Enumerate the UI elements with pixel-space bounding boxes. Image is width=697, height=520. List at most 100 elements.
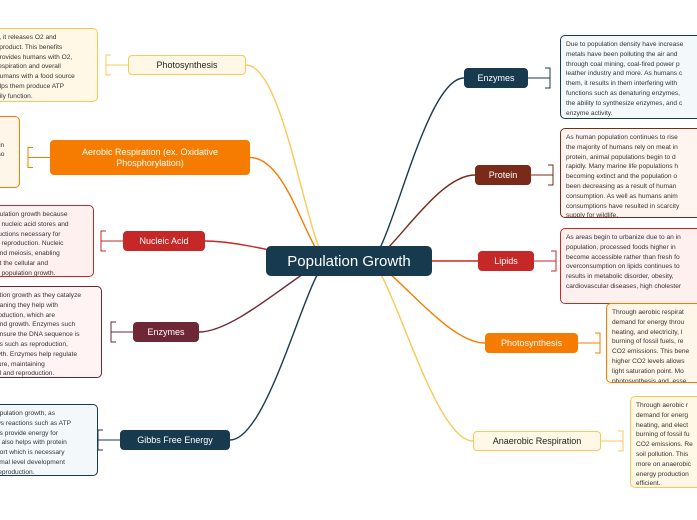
note-line: roduction, which are (0, 311, 56, 319)
note-line: ' in (0, 141, 5, 149)
topic-left-nucleic-acid[interactable]: Nucleic Acid (123, 231, 205, 251)
note-line: Through aerobic respirat (612, 309, 684, 316)
topic-right-enzymes[interactable]: Enzymes (464, 68, 528, 88)
note-line: CO2 emissions. This bene (612, 348, 690, 356)
topic-left-aerobic-respiration-ex-oxidative-phosphorylation[interactable]: Aerobic Respiration (ex. Oxidative Phosp… (50, 140, 250, 175)
note-line: cardiovascular diseases, high cholester (566, 282, 682, 290)
right-bracket-enzymes (545, 67, 551, 89)
topic-right-anaerobic-respiration[interactable]: Anaerobic Respiration (473, 431, 601, 451)
note-line: been decreasing as a result of human (566, 182, 677, 190)
note-line: ture, maintaining (0, 360, 45, 368)
note-line: As areas begin to urbanize due to an in (566, 234, 681, 241)
note-line: ructions necessary for (0, 230, 61, 238)
topic-left-enzymes[interactable]: Enzymes (133, 322, 199, 342)
right-bracket-protein (548, 164, 554, 186)
note-line: higher CO2 levels allows (612, 357, 685, 365)
right-connector-anaerobic-respiration (368, 260, 474, 442)
note-line: the majority of humans rely on meat in (566, 143, 678, 151)
left-bracket-photosynthesis (105, 54, 111, 76)
note-line: energy production (636, 470, 689, 478)
note-line: protein, animal populations begin to d (566, 153, 676, 161)
note-right-lipids: As areas begin to urbanize due to an in p… (560, 228, 697, 304)
right-bracket-anaerobic-respiration (618, 430, 624, 452)
left-connector-gibbs-free-energy (229, 260, 330, 441)
note-line: ensure the DNA sequence is (0, 331, 80, 339)
topic-right-lipids[interactable]: Lipids (478, 251, 534, 271)
note-line: d reproduction. Nucleic (0, 240, 64, 248)
note-line: population, processed foods higher in (566, 243, 676, 251)
note-line: soil pollution. This (636, 450, 689, 458)
note-line: the ability to synthesize enzymes, and c (566, 99, 683, 107)
note-line: efficient. (636, 480, 661, 488)
note-right-protein: As human population continues to rise the… (560, 128, 697, 218)
note-line: results in metabolic disorder, obesity, (566, 273, 674, 281)
note-line: demand for energ (636, 411, 689, 419)
note-line: wth. Enzymes help regulate (0, 350, 77, 358)
note-line: humans with a food source (0, 73, 75, 81)
note-line: metals have been polluting the air and (566, 50, 678, 58)
topic-right-photosynthesis[interactable]: Photosynthesis (485, 333, 578, 353)
note-line: ation growth as they catalyze (0, 292, 82, 299)
note-line: heating, and electricity, l (612, 328, 683, 336)
right-connector-enzymes (368, 77, 465, 262)
left-bracket-nucleic-acid (100, 230, 106, 252)
note-line: supply for wildlife. (566, 212, 619, 218)
left-connector-photosynthesis (245, 64, 330, 262)
note-line: heating, and elect (636, 421, 689, 429)
note-line: s, it releases O2 and (0, 34, 57, 41)
note-line: lso (0, 151, 5, 159)
note-line: h (0, 121, 14, 131)
note-left-nucleic-acid: pulation growth because n nucleic acid st… (0, 205, 94, 277)
right-bracket-photosynthesis (595, 332, 601, 354)
note-line: dily function. (0, 92, 33, 100)
note-line: It also helps with protein (0, 439, 67, 447)
note-right-photosynthesis: Through aerobic respirat demand for energ… (606, 303, 697, 383)
note-line: n nucleic acid stores and (0, 220, 69, 228)
note-line: eaning they help with (0, 301, 58, 309)
note-line: smal level development (0, 458, 65, 466)
note-line: consumptions have resulted in scarcity (566, 202, 680, 210)
left-bracket-aerobic-respiration-ex-oxidative-phosphorylation (27, 147, 33, 168)
note-line: al and reproduction. (0, 370, 55, 378)
note-line: photosynthesis and, esse (612, 377, 687, 383)
note-line: burning of fossil fuels, re (612, 338, 684, 346)
note-line: functions such as denaturing enzymes, (566, 89, 680, 97)
note-line: at the cellular and (0, 259, 49, 267)
note-line: as provide energy for (0, 429, 58, 437)
note-line: consumption. As well as humans anim (566, 192, 678, 200)
right-bracket-lipids (551, 250, 557, 272)
note-line: pulation growth because (0, 211, 68, 218)
note-line: becoming extinct and the population o (566, 173, 678, 181)
note-line: enzyme activity. (566, 109, 613, 117)
note-line: leather industry and more. As humans c (566, 70, 683, 78)
note-line: respiration and overall (0, 63, 61, 71)
note-line: them, it results in them interfering wit… (566, 80, 678, 88)
topic-right-protein[interactable]: Protein (475, 165, 531, 185)
note-left-enzymes: ation growth as they catalyze eaning they… (0, 286, 102, 378)
note-line: through coal mining, coal-fired power p (566, 60, 680, 68)
note-line: burning of fossil fu (636, 431, 690, 439)
note-line: opulation growth, as (0, 410, 56, 417)
topic-left-gibbs-free-energy[interactable]: Gibbs Free Energy (120, 430, 230, 450)
note-line (0, 131, 14, 141)
note-line: elps them produce ATP (0, 82, 65, 90)
note-line: demand for energy throu (612, 318, 685, 326)
note-line: overconsumption on lipids continues to (566, 263, 680, 271)
note-line: light saturation point. Mo (612, 367, 684, 375)
topic-left-photosynthesis[interactable]: Photosynthesis (128, 55, 246, 75)
note-line: and growth. Enzymes such (0, 321, 76, 329)
note-left-aerobic-respiration-ex-oxidative-phosphorylation: h ' in lso (0, 116, 20, 188)
note-line: more on anaerobic (636, 460, 691, 468)
note-line: CO2 emissions. Re (636, 441, 693, 449)
note-line: As human population continues to rise (566, 134, 678, 141)
central-topic[interactable]: Population Growth (266, 246, 432, 276)
note-line: provides humans with O2, (0, 53, 73, 61)
left-bracket-gibbs-free-energy (97, 429, 103, 451)
note-line: rapidly. Many marine life populations h (566, 163, 679, 171)
left-bracket-enzymes (110, 321, 116, 343)
note-line: and meiosis, enabling (0, 250, 60, 258)
